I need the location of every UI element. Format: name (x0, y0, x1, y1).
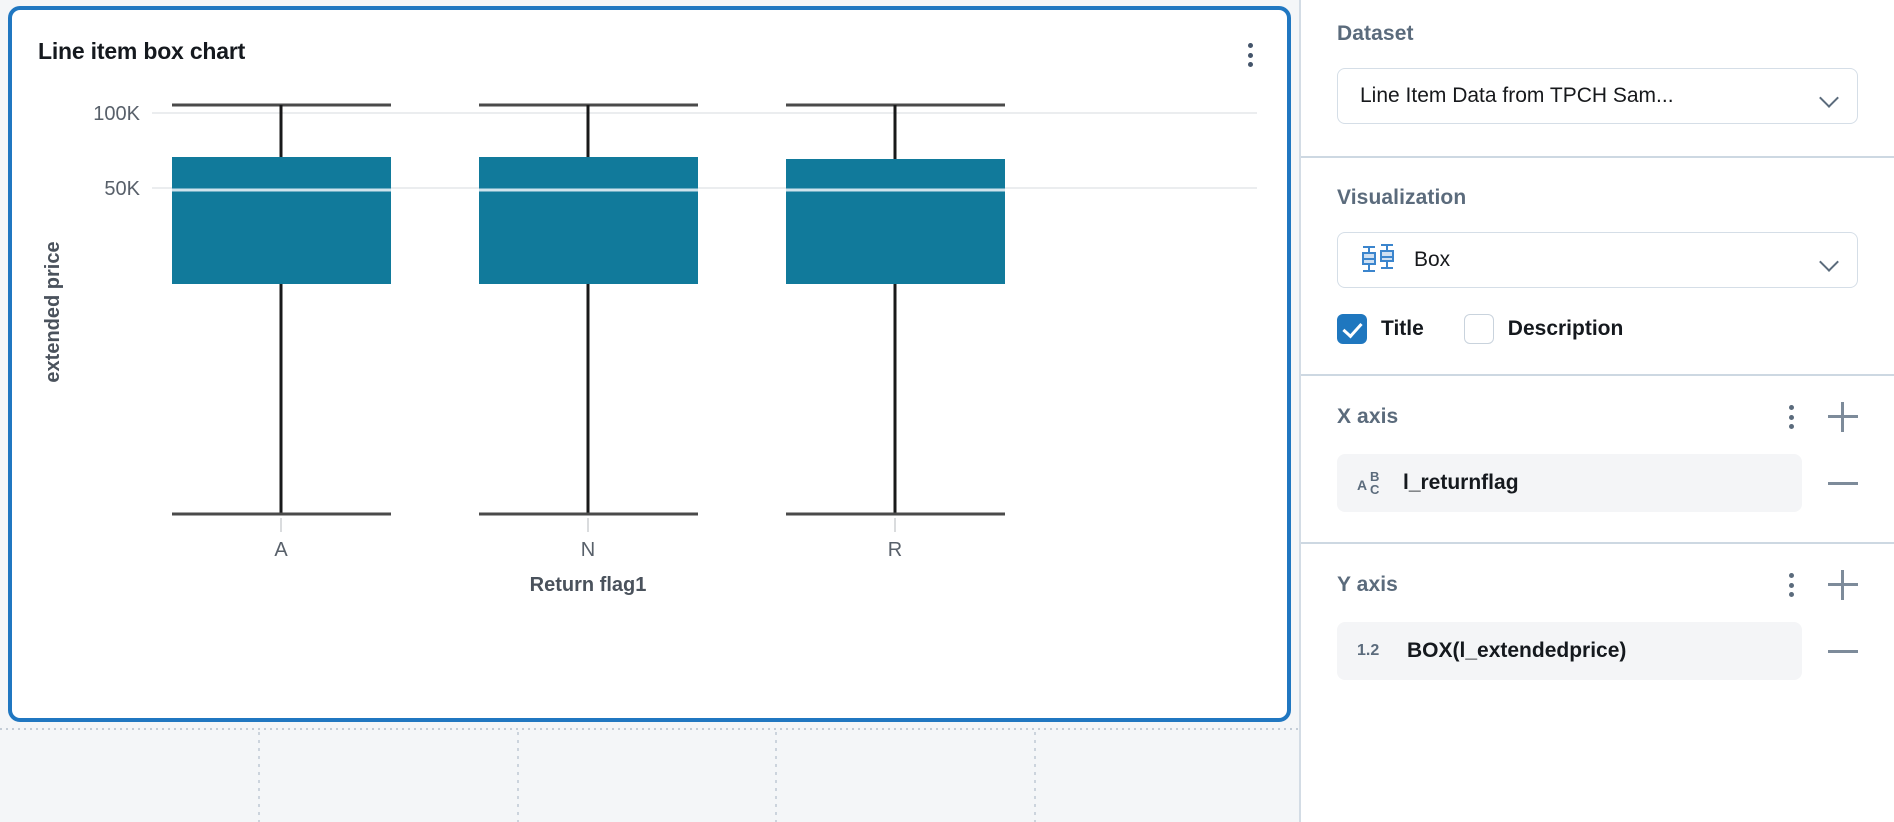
box-body (172, 157, 391, 284)
x-tick-label: N (581, 539, 595, 561)
box-plot-chart[interactable]: 100K 50K A (12, 66, 1287, 718)
number-type-icon: 1.2 (1357, 642, 1380, 659)
dashboard-canvas: Line item box chart 100K 50K (0, 0, 1299, 822)
x-axis-add-field-plus-icon[interactable] (1828, 402, 1858, 432)
x-axis-label: X axis (1337, 405, 1399, 428)
y-axis-label: Y axis (1337, 573, 1398, 596)
box-plot-svg: 100K 50K A (42, 103, 1257, 596)
dataset-selected-value: Line Item Data from TPCH Sam... (1360, 84, 1674, 107)
visualization-toggles: Title Description (1337, 314, 1858, 344)
box-body (786, 159, 1005, 284)
dataset-section-label: Dataset (1337, 22, 1414, 45)
x-axis-header: X axis (1337, 402, 1858, 432)
box-body (479, 157, 698, 284)
config-panel: Dataset Line Item Data from TPCH Sam... … (1299, 0, 1894, 822)
x-axis-field-label: l_returnflag (1403, 471, 1519, 494)
box-plot-icon (1360, 243, 1400, 277)
panel-divider (1301, 156, 1894, 158)
visualization-select[interactable]: Box (1337, 232, 1858, 288)
grid-column-guide (1034, 732, 1036, 822)
title-checkbox[interactable] (1337, 314, 1367, 344)
y-axis-add-field-plus-icon[interactable] (1828, 570, 1858, 600)
y-tick-label: 100K (93, 103, 140, 125)
description-checkbox-label: Description (1507, 317, 1624, 340)
y-tick-label: 50K (104, 178, 140, 200)
visualization-section-label: Visualization (1337, 186, 1467, 209)
y-axis-field-label: BOX(l_extendedprice) (1407, 639, 1627, 662)
dashboard-grid (0, 728, 1299, 822)
x-tick-label: A (274, 539, 288, 561)
dataset-select[interactable]: Line Item Data from TPCH Sam... (1337, 68, 1858, 124)
y-axis-field-box-extendedprice[interactable]: 1.2 BOX(l_extendedprice) (1337, 622, 1802, 680)
x-axis-kebab-menu-icon[interactable] (1780, 403, 1802, 431)
panel-divider (1301, 374, 1894, 376)
grid-column-guide (258, 732, 260, 822)
y-axis-kebab-menu-icon[interactable] (1780, 571, 1802, 599)
y-axis-header: Y axis (1337, 570, 1858, 600)
grid-dotted-row (0, 728, 1299, 730)
kebab-menu-icon[interactable] (1239, 40, 1261, 70)
panel-divider (1301, 542, 1894, 544)
y-axis-remove-field-minus-icon[interactable] (1828, 649, 1858, 653)
x-tick-label: R (888, 539, 902, 561)
grid-column-guide (775, 732, 777, 822)
description-checkbox[interactable] (1463, 314, 1494, 344)
box-group-R[interactable]: R (786, 103, 1005, 561)
y-axis-field-row: 1.2 BOX(l_extendedprice) (1337, 622, 1858, 680)
y-axis-title: extended price (42, 241, 64, 382)
x-axis-remove-field-minus-icon[interactable] (1828, 481, 1858, 485)
chart-title: Line item box chart (38, 38, 246, 64)
chevron-down-icon (1821, 255, 1839, 266)
box-group-N[interactable]: N (479, 103, 698, 561)
chart-widget-card[interactable]: Line item box chart 100K 50K (8, 6, 1291, 722)
grid-column-guide (517, 732, 519, 822)
x-axis-title: Return flag1 (530, 574, 647, 596)
title-checkbox-label: Title (1381, 317, 1424, 340)
visualization-selected-value: Box (1414, 248, 1451, 271)
box-group-A[interactable]: A (172, 103, 391, 561)
chevron-down-icon (1821, 91, 1839, 102)
